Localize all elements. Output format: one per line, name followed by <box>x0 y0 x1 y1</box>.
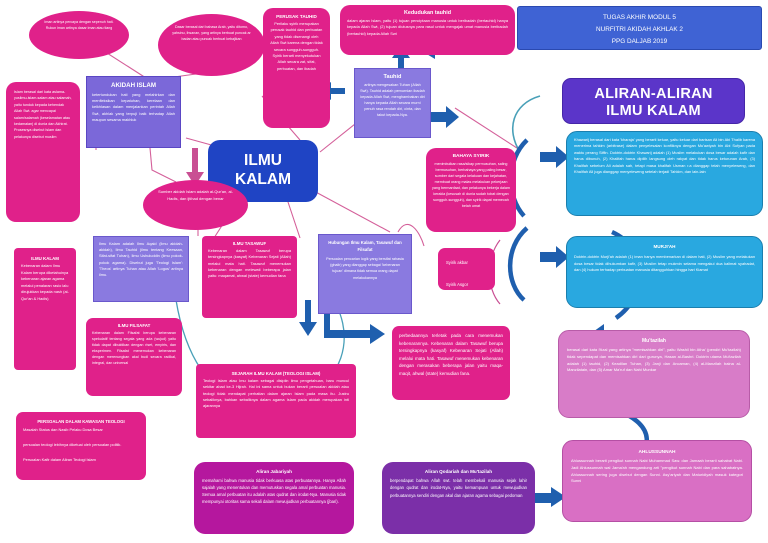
node-islam[interactable]: Islam berasal dari kata aslama-yuslimu-i… <box>6 82 80 222</box>
node-hubungan[interactable]: Hubungan Ilmu Kalam, Tasawuf dan Filsafa… <box>318 234 412 314</box>
node-hubungan-body: Persoalan pencarian logik yang bersifat … <box>326 257 404 280</box>
node-ilmu-tasawuf[interactable]: ILMU TASAWUF Kebenaran dalam Tasawuf ber… <box>202 236 297 318</box>
node-murjiah-title: MURJI'AH <box>653 244 676 249</box>
node-qodariah-body: berpendapat bahwa Allah swt. telah membe… <box>390 478 527 498</box>
node-mutazilah[interactable]: Mu'tazilah berasal dari kata i'tizal yan… <box>558 330 750 418</box>
node-ilmu-kalam-scroll-body: Kebenaran dalam Ilmu Kalam berupa diketa… <box>21 263 69 301</box>
node-dasar-body: Dasar berasal dari bahasa Arab, yaitu di… <box>172 25 251 41</box>
header-line-2: NURFITRI AKIDAH AKHLAK 2 <box>595 26 683 33</box>
node-jabariyah-title: Aliran Jabariyah <box>256 469 292 474</box>
node-ilmu-filsafat[interactable]: ILMU FILSAFAT Kebenaran dalam Filsafat b… <box>86 318 182 396</box>
core-node-ilmu-kalam[interactable]: ILMU KALAM <box>208 140 318 202</box>
node-ahlussunnah-title: AHLUSSUNNAH <box>638 450 676 455</box>
node-murjiah-body: Doktrin-doktrin Murji'ah adalah (1) iman… <box>574 254 755 272</box>
section-title-line-2: ILMU KALAM <box>606 103 701 119</box>
core-line-1: ILMU <box>244 152 282 169</box>
node-aliran-qodariah[interactable]: Aliran Qodariah dan Mu'tazilah berpendap… <box>382 462 535 534</box>
node-perbedaan[interactable]: perbedaannya terletak pada cara menemuka… <box>392 326 510 400</box>
node-ilmu-tasawuf-title: ILMU TASAWUF <box>232 241 267 246</box>
node-akidah-islam-title: AKIDAH ISLAM <box>110 82 157 89</box>
node-iman[interactable]: Iman artinya percaya dengan sepenuh hati… <box>29 11 129 59</box>
node-sumber-akidah-body: Sumber akidah Islam adalah al-Qur'an, al… <box>158 189 233 201</box>
node-bahaya-syirik-body: menimbulkan rasa/sikap permusuhan, salin… <box>432 162 510 208</box>
node-ilmu-kalam-definisi-body: Ilmu Kalam adalah Ilmu Aqaid (ilmu akida… <box>99 241 183 278</box>
node-iman-body: Iman artinya percaya dengan sepenuh hati… <box>44 20 114 30</box>
node-sejarah-title: SEJARAH ILMU KALAM (TEOLOGI ISLAM) <box>231 371 321 376</box>
node-khawarij-body: Khawarij berasal dari kata 'kharaja' yan… <box>574 137 755 175</box>
node-persoalan-title: PERSOALAN DALAM KAWASAN TEOLOGI <box>37 419 125 424</box>
node-ilmu-tasawuf-body: Kebenaran dalam Tasawuf berupa tersingka… <box>208 248 291 279</box>
node-aliran-jabariyah[interactable]: Aliran Jabariyah memahami bahwa manusia … <box>194 462 354 534</box>
node-murjiah[interactable]: MURJI'AH Doktrin-doktrin Murji'ah adalah… <box>566 236 763 308</box>
node-tauhid[interactable]: Tauhid artinya mengesakan Tuhan (Allah S… <box>354 68 431 138</box>
node-qodariah-title: Aliran Qodariah dan Mu'tazilah <box>424 469 493 474</box>
node-ahlussunnah-body: Ahlussunnah berarti pengikut sunnah Nabi… <box>571 458 743 484</box>
section-title-line-1: ALIRAN-ALIRAN <box>594 86 713 102</box>
node-tauhid-title: Tauhid <box>383 74 402 80</box>
node-ahlussunnah[interactable]: AHLUSSUNNAH Ahlussunnah berarti pengikut… <box>562 440 752 522</box>
node-kedudukan-tauhid-title: Kedudukan tauhid <box>403 10 452 16</box>
node-perusak-tauhid[interactable]: PERUSAK TAUHID Perilaku syirik merupakan… <box>263 8 330 128</box>
node-ilmu-kalam-scroll[interactable]: ILMU KALAM Kebenaran dalam Ilmu Kalam be… <box>14 248 76 370</box>
node-kedudukan-tauhid-body: dalam ajaran Islam, yaitu (1) tujuan pen… <box>347 18 508 36</box>
node-mutazilah-title: Mu'tazilah <box>642 338 666 344</box>
node-perusak-tauhid-title: PERUSAK TAUHID <box>276 14 317 19</box>
node-akidah-islam[interactable]: AKIDAH ISLAM ketertundukan hati yang mel… <box>86 76 181 148</box>
node-kedudukan-tauhid[interactable]: Kedudukan tauhid dalam ajaran Islam, yai… <box>340 5 515 55</box>
node-khawarij[interactable]: Khawarij berasal dari kata 'kharaja' yan… <box>566 131 763 216</box>
node-sumber-akidah[interactable]: Sumber akidah Islam adalah al-Qur'an, al… <box>143 180 248 230</box>
node-akidah-islam-body: ketertundukan hati yang melahirkan dan m… <box>92 92 175 122</box>
node-ilmu-filsafat-body: Kebenaran dalam Filsafat berupa kebenara… <box>92 331 176 365</box>
node-mutazilah-body: berasal dari kata i'tizal yang artinya "… <box>567 347 741 373</box>
node-dasar[interactable]: Dasar berasal dari bahasa Arab, yaitu di… <box>158 14 265 76</box>
section-title-box: ALIRAN-ALIRAN ILMU KALAM <box>562 78 745 124</box>
node-islam-body: Islam berasal dari kata aslama-yuslimu-i… <box>14 90 72 139</box>
assignment-header: TUGAS AKHIR MODUL 5 NURFITRI AKIDAH AKHL… <box>517 6 762 50</box>
node-syirik-jenis-body: Syirik akbar Syirik Asgor <box>446 260 469 287</box>
node-ilmu-kalam-scroll-title: ILMU KALAM <box>31 256 59 261</box>
node-bahaya-syirik[interactable]: BAHAYA SYIRIK menimbulkan rasa/sikap per… <box>426 148 516 232</box>
node-persoalan-teologi[interactable]: PERSOALAN DALAM KAWASAN TEOLOGI Masalah … <box>16 412 146 480</box>
node-syirik-jenis[interactable]: Syirik akbar Syirik Asgor <box>438 248 495 290</box>
node-bahaya-syirik-title: BAHAYA SYIRIK <box>452 154 490 159</box>
header-line-1: TUGAS AKHIR MODUL 5 <box>603 14 676 21</box>
header-line-3: PPG DALJAB 2019 <box>611 38 668 45</box>
node-sejarah-body: Teologi Islam atau Imu kalam sebagai dis… <box>203 378 349 409</box>
node-tauhid-body: artinya mengesakan Tuhan (Allah Swt). Ta… <box>360 83 425 118</box>
node-persoalan-body: Masalah Status dan Nasib Pelaku Dosa Bes… <box>23 427 122 462</box>
node-perusak-tauhid-body: Perilaku syirik merupakan perusak tauhid… <box>270 21 323 71</box>
node-perbedaan-body: perbedaannya terletak pada cara menemuka… <box>399 333 503 376</box>
node-jabariyah-body: memahami bahwa manusia tidak berkuasa at… <box>202 478 346 504</box>
node-sejarah-ilmu-kalam[interactable]: SEJARAH ILMU KALAM (TEOLOGI ISLAM) Teolo… <box>196 364 356 438</box>
core-line-2: KALAM <box>235 171 291 188</box>
node-ilmu-filsafat-title: ILMU FILSAFAT <box>117 323 151 328</box>
node-ilmu-kalam-definisi[interactable]: Ilmu Kalam adalah Ilmu Aqaid (ilmu akida… <box>93 236 189 302</box>
node-hubungan-title: Hubungan Ilmu Kalam, Tasawuf dan Filsafa… <box>328 240 402 252</box>
